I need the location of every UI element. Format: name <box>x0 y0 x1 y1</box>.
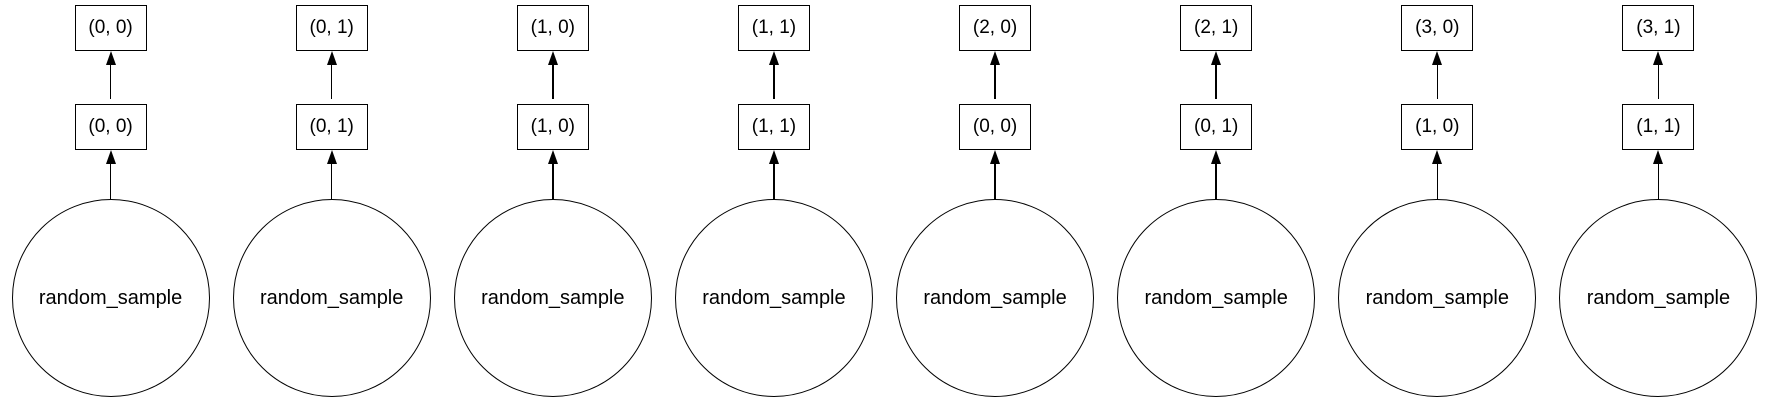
arrow-up-icon <box>990 51 1001 65</box>
output-chunk-box: (0, 1) <box>295 5 368 51</box>
arrow-up-icon <box>1211 51 1222 65</box>
graph-column-0: (0, 0) (0, 0) random_sample <box>0 0 221 402</box>
arrow-up-icon <box>1653 51 1664 65</box>
array-chunk-box: (0, 0) <box>959 104 1032 150</box>
output-chunk-box: (0, 0) <box>74 5 147 51</box>
array-chunk-box: (1, 1) <box>737 104 810 150</box>
edge-up <box>990 150 1001 199</box>
edge-shaft <box>994 164 996 199</box>
edge-up <box>990 51 1001 99</box>
output-chunk-box: (1, 0) <box>516 5 589 51</box>
edge-shaft <box>330 65 333 99</box>
edge-up <box>547 150 558 199</box>
edge-shaft <box>109 65 112 99</box>
task-circle: random_sample <box>232 199 431 397</box>
edge-shaft <box>773 65 775 99</box>
arrow-up-icon <box>547 51 558 65</box>
edge-up <box>1432 150 1443 199</box>
array-chunk-box: (1, 0) <box>1401 104 1474 150</box>
edge-up <box>1653 51 1664 99</box>
task-circle: random_sample <box>1338 199 1537 397</box>
edge-up <box>768 51 779 99</box>
edge-up <box>1211 150 1222 199</box>
edge-shaft <box>552 65 554 99</box>
edge-up <box>768 150 779 199</box>
edge-shaft <box>1436 164 1439 199</box>
edge-up <box>1653 150 1664 199</box>
arrow-up-icon <box>547 150 558 164</box>
arrow-up-icon <box>768 51 779 65</box>
output-chunk-box: (3, 1) <box>1622 5 1695 51</box>
array-chunk-box: (1, 1) <box>1622 104 1695 150</box>
arrow-up-icon <box>326 51 337 65</box>
output-chunk-box: (2, 1) <box>1180 5 1253 51</box>
arrow-up-icon <box>1432 51 1443 65</box>
arrow-up-icon <box>990 150 1001 164</box>
edge-shaft <box>330 164 333 199</box>
edge-shaft <box>1657 65 1660 99</box>
edge-up <box>105 51 116 99</box>
edge-up <box>547 51 558 99</box>
edge-shaft <box>1215 65 1217 99</box>
task-circle: random_sample <box>1559 199 1758 397</box>
edge-up <box>326 51 337 99</box>
arrow-up-icon <box>326 150 337 164</box>
array-chunk-box: (1, 0) <box>516 104 589 150</box>
edge-up <box>326 150 337 199</box>
task-circle: random_sample <box>896 199 1095 397</box>
edge-shaft <box>1215 164 1217 199</box>
edge-shaft <box>1436 65 1439 99</box>
graph-column-4: (2, 0) (0, 0) random_sample <box>885 0 1106 402</box>
arrow-up-icon <box>768 150 779 164</box>
arrow-up-icon <box>1653 150 1664 164</box>
task-circle: random_sample <box>11 199 210 397</box>
edge-shaft <box>552 164 554 199</box>
output-chunk-box: (1, 1) <box>737 5 810 51</box>
graph-column-1: (0, 1) (0, 1) random_sample <box>221 0 442 402</box>
edge-shaft <box>773 164 775 199</box>
arrow-up-icon <box>1432 150 1443 164</box>
arrow-up-icon <box>105 150 116 164</box>
graph-column-7: (3, 1) (1, 1) random_sample <box>1548 0 1769 402</box>
array-chunk-box: (0, 1) <box>1180 104 1253 150</box>
graph-column-5: (2, 1) (0, 1) random_sample <box>1106 0 1327 402</box>
graph-column-6: (3, 0) (1, 0) random_sample <box>1327 0 1548 402</box>
edge-shaft <box>1657 164 1660 199</box>
edge-shaft <box>994 65 996 99</box>
output-chunk-box: (3, 0) <box>1401 5 1474 51</box>
array-chunk-box: (0, 1) <box>295 104 368 150</box>
task-circle: random_sample <box>453 199 652 397</box>
output-chunk-box: (2, 0) <box>959 5 1032 51</box>
task-circle: random_sample <box>1117 199 1316 397</box>
arrow-up-icon <box>105 51 116 65</box>
graph-column-2: (1, 0) (1, 0) random_sample <box>442 0 663 402</box>
edge-up <box>1211 51 1222 99</box>
edge-up <box>1432 51 1443 99</box>
array-chunk-box: (0, 0) <box>74 104 147 150</box>
task-circle: random_sample <box>674 199 873 397</box>
edge-shaft <box>109 164 112 199</box>
arrow-up-icon <box>1211 150 1222 164</box>
edge-up <box>105 150 116 199</box>
graph-column-3: (1, 1) (1, 1) random_sample <box>663 0 884 402</box>
